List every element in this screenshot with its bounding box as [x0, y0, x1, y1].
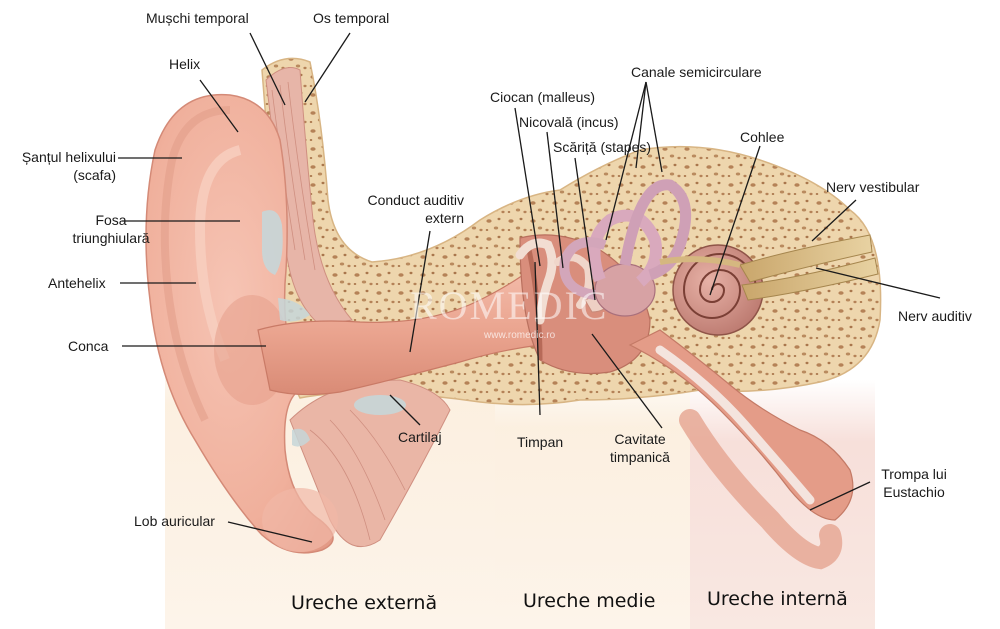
label-santul-helixului: Șanțul helixului (scafa)	[21, 149, 116, 183]
label-nerv-auditiv: Nerv auditiv	[898, 308, 972, 324]
label-timpan: Timpan	[517, 434, 564, 450]
label-cartilaj: Cartilaj	[398, 429, 442, 445]
label-cohlee: Cohlee	[740, 129, 785, 145]
region-ureche-interna: Ureche internă	[707, 588, 848, 610]
label-nicovala: Nicovală (incus)	[519, 114, 619, 130]
label-ciocan: Ciocan (malleus)	[490, 89, 596, 105]
region-ureche-medie: Ureche medie	[523, 590, 656, 612]
label-conduct-auditiv: Conduct auditiv extern	[367, 192, 464, 226]
label-muschi-temporal: Mușchi temporal	[146, 10, 249, 26]
label-nerv-vestibular: Nerv vestibular	[826, 179, 920, 195]
label-os-temporal: Os temporal	[313, 10, 390, 26]
label-fosa-triunghiulara: Fosa triunghiulară	[72, 212, 150, 246]
vestibular-nerve	[739, 234, 873, 283]
label-conca: Conca	[68, 338, 109, 354]
watermark-brand: ROMEDIC	[410, 283, 609, 328]
cochlear-nerve	[741, 257, 879, 301]
label-canale-semicirculare: Canale semicirculare	[631, 64, 762, 80]
label-cavitate-timpanica: Cavitate timpanică	[610, 431, 670, 465]
watermark-url: www.romedic.ro	[484, 330, 556, 341]
region-ureche-externa: Ureche externă	[291, 592, 438, 614]
earlobe	[262, 488, 338, 552]
semicircular-canal-3	[559, 237, 607, 300]
malleus	[515, 238, 557, 325]
label-trompa-eustachio: Trompa lui Eustachio	[881, 466, 947, 500]
label-helix: Helix	[169, 56, 201, 72]
label-lob-auricular: Lob auricular	[134, 513, 215, 529]
eardrum	[525, 244, 543, 361]
label-scarita: Scăriță (stapes)	[553, 139, 652, 155]
leader-lines	[118, 32, 941, 543]
label-antehelix: Antehelix	[48, 275, 106, 291]
